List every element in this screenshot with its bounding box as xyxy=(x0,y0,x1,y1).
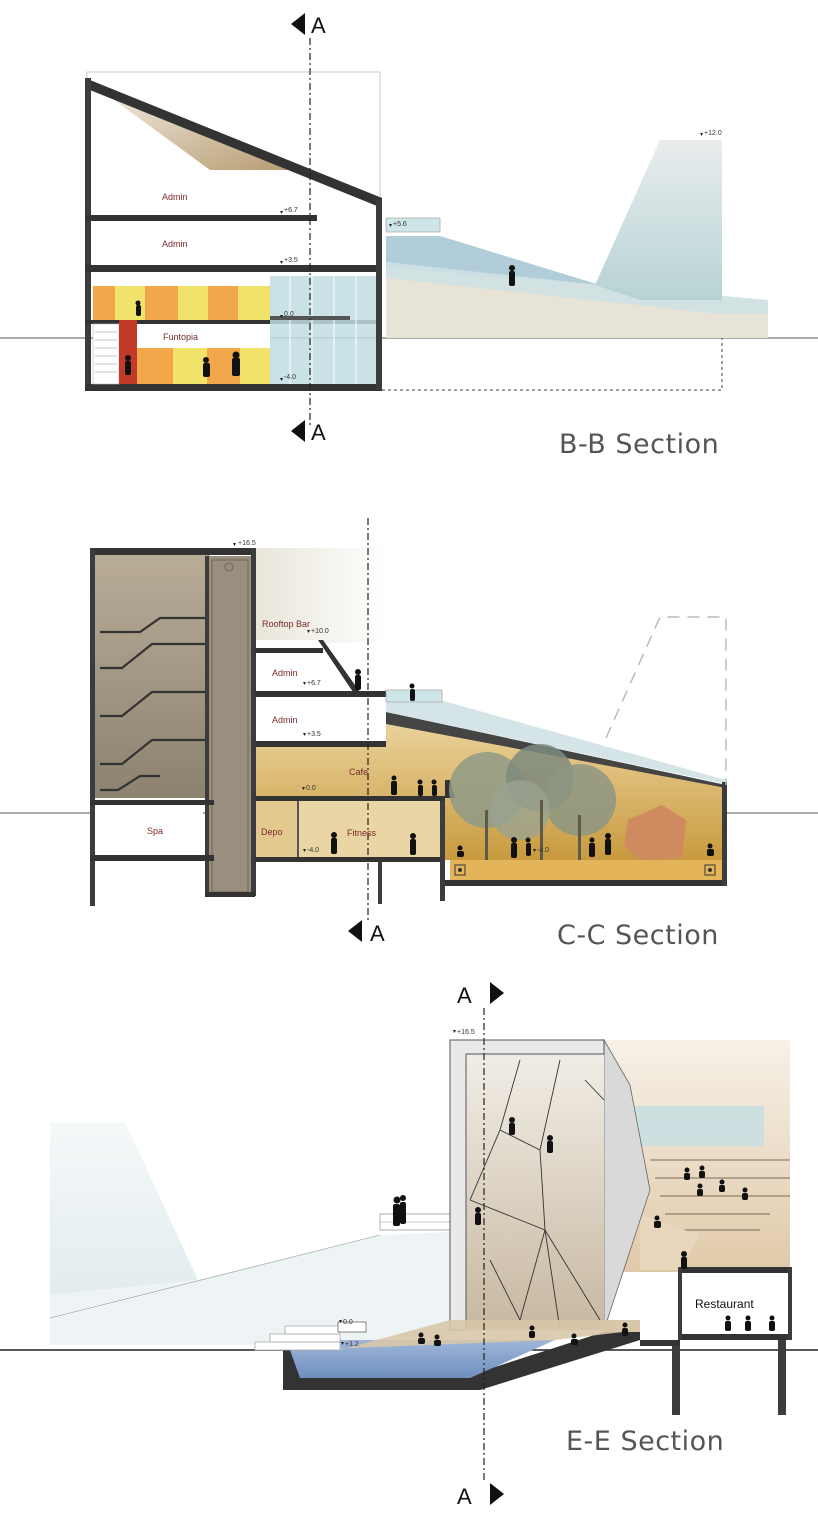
svg-text:A: A xyxy=(457,983,472,1008)
section-marker-a-bottom: A xyxy=(457,1483,504,1509)
section-marker-a-top: A xyxy=(291,13,326,38)
svg-text:0.0: 0.0 xyxy=(343,1319,353,1326)
level-marker: -4.0 xyxy=(280,374,296,381)
level-marker: 0.0 xyxy=(302,785,316,792)
svg-text:-4.0: -4.0 xyxy=(537,847,549,854)
glass-rail xyxy=(385,217,441,233)
dashed-outline xyxy=(605,616,727,785)
section-marker-a-top: A xyxy=(457,982,504,1008)
stair-core xyxy=(93,553,210,798)
level-marker: 0.0 xyxy=(339,1319,353,1326)
level-marker: +5.6 xyxy=(389,221,407,228)
svg-text:+10.0: +10.0 xyxy=(311,628,329,635)
svg-text:A: A xyxy=(311,13,326,38)
water-ramp xyxy=(386,236,600,285)
svg-text:+6.7: +6.7 xyxy=(284,207,298,214)
svg-text:+1.2: +1.2 xyxy=(345,1341,359,1348)
slab-plus-6-7 xyxy=(85,215,317,221)
room-label-fitness: Fitness xyxy=(347,828,377,838)
section-title-b-b: B-B Section xyxy=(559,429,719,460)
svg-text:+3.5: +3.5 xyxy=(284,257,298,264)
staircase xyxy=(100,616,210,792)
elevator-shaft xyxy=(208,556,252,896)
level-marker: 0.0 xyxy=(280,311,294,318)
level-marker: +6.7 xyxy=(280,207,298,214)
slab-ground xyxy=(85,320,382,324)
svg-text:+6.7: +6.7 xyxy=(307,680,321,687)
level-marker: +10.0 xyxy=(307,628,329,635)
section-b-b: Admin Admin Funtopia +6.7 +3.5 0.0 -4.0 … xyxy=(0,13,818,460)
room-label-admin-lower: Admin xyxy=(272,715,298,725)
svg-text:+16.5: +16.5 xyxy=(238,540,256,547)
section-title-c-c: C-C Section xyxy=(557,920,719,951)
section-e-e: Restaurant +16.5 0.0 +1.2 xyxy=(0,982,818,1509)
spa-room xyxy=(95,805,203,855)
landscape-wedge xyxy=(595,140,722,300)
right-wall xyxy=(376,200,382,390)
svg-text:+5.6: +5.6 xyxy=(393,221,407,228)
pool xyxy=(290,1340,555,1378)
svg-text:+12.0: +12.0 xyxy=(704,130,722,137)
room-label-depo: Depo xyxy=(261,827,283,837)
foundation-dashed xyxy=(382,338,723,391)
room-label-spa: Spa xyxy=(147,826,163,836)
section-marker-a: A xyxy=(348,920,385,946)
section-marker-a-bottom: A xyxy=(291,420,326,445)
room-label-restaurant: Restaurant xyxy=(695,1297,754,1311)
level-marker: +12.0 xyxy=(700,130,722,137)
svg-text:0.0: 0.0 xyxy=(284,311,294,318)
left-wall xyxy=(85,78,91,390)
level-marker: +16.5 xyxy=(233,540,256,547)
level-marker: +6.7 xyxy=(303,680,321,687)
room-label-rooftop-bar: Rooftop Bar xyxy=(262,619,310,629)
level-marker: +3.5 xyxy=(303,731,321,738)
room-label-admin-lower: Admin xyxy=(162,239,188,249)
landscape-slope xyxy=(50,1232,450,1345)
red-wall-panel xyxy=(119,320,137,384)
level-marker: +3.5 xyxy=(280,257,298,264)
people-silhouettes xyxy=(125,265,515,377)
room-label-admin-upper: Admin xyxy=(162,192,188,202)
room-label-admin-upper: Admin xyxy=(272,668,298,678)
sloped-roof xyxy=(85,78,382,208)
svg-text:-4.0: -4.0 xyxy=(284,374,296,381)
svg-text:+16.5: +16.5 xyxy=(457,1029,475,1036)
slab-basement xyxy=(85,384,382,391)
people-silhouettes xyxy=(393,1117,775,1346)
svg-text:+3.5: +3.5 xyxy=(307,731,321,738)
upper-volume xyxy=(253,548,386,643)
section-title-e-e: E-E Section xyxy=(566,1426,724,1457)
slab-plus-3-5 xyxy=(85,265,382,272)
atrium-floor xyxy=(450,860,726,880)
svg-text:A: A xyxy=(370,921,385,946)
steps xyxy=(254,1325,341,1351)
room-label-funtopia: Funtopia xyxy=(163,332,198,342)
svg-text:0.0: 0.0 xyxy=(306,785,316,792)
people-silhouettes xyxy=(331,669,714,858)
level-marker: +16.5 xyxy=(453,1029,475,1036)
trees xyxy=(449,744,616,860)
section-c-c: Spa Rooftop Bar Admin Admin Cafe Depo Fi… xyxy=(0,518,818,951)
climbing-wall-panels xyxy=(469,1059,605,1331)
svg-text:-4.0: -4.0 xyxy=(307,847,319,854)
room-label-cafe: Cafe xyxy=(349,767,368,777)
svg-text:A: A xyxy=(457,1484,472,1509)
seating-tiers xyxy=(650,1159,790,1231)
glazing xyxy=(270,276,376,384)
svg-text:A: A xyxy=(311,420,326,445)
boulder xyxy=(624,805,686,860)
level-marker: -4.0 xyxy=(303,847,319,854)
level-marker: +1.2 xyxy=(341,1341,359,1348)
landscape-wedge xyxy=(50,1122,198,1295)
climbing-wall xyxy=(466,1054,604,1330)
level-marker: -4.0 xyxy=(533,847,549,854)
